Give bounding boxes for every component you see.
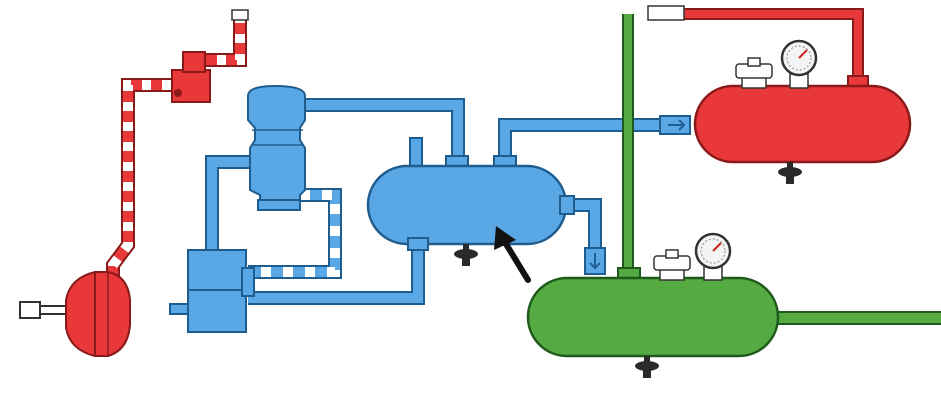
air-compressor	[247, 84, 306, 211]
supply-wet-tank	[366, 137, 575, 266]
drain-valve-supply	[454, 244, 478, 266]
green-secondary-lines	[622, 14, 941, 325]
brake-chamber	[19, 271, 131, 357]
red-service-line	[106, 9, 249, 280]
drain-valve-secondary	[635, 356, 659, 378]
safety-valve-primary	[735, 57, 773, 89]
pressure-gauge-secondary	[694, 232, 732, 281]
blue-supply-lines	[169, 98, 691, 315]
relay-valve	[171, 69, 211, 103]
arrow-icon	[494, 226, 531, 283]
drain-valve-primary	[778, 162, 802, 184]
secondary-tank	[526, 232, 780, 378]
pressure-gauge-primary	[780, 39, 818, 89]
safety-valve-secondary	[653, 249, 691, 281]
governor	[187, 249, 255, 333]
primary-tank	[693, 39, 912, 184]
